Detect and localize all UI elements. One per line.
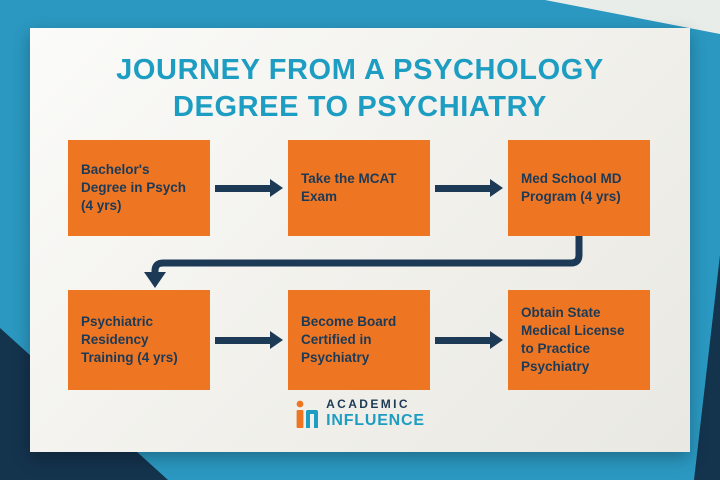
step-label: Psychiatric Residency Training (4 yrs) bbox=[81, 313, 178, 366]
infographic-card: JOURNEY FROM A PSYCHOLOGY DEGREE TO PSYC… bbox=[30, 28, 690, 452]
step-6-medical-license: Obtain State Medical License to Practice… bbox=[508, 290, 650, 390]
step-1-bachelors-degree: Bachelor's Degree in Psych (4 yrs) bbox=[68, 140, 210, 236]
flow-row-2: Psychiatric Residency Training (4 yrs) B… bbox=[68, 290, 650, 390]
step-3-med-school: Med School MD Program (4 yrs) bbox=[508, 140, 650, 236]
academic-influence-logo: ACADEMIC INFLUENCE bbox=[30, 396, 690, 430]
step-2-mcat-exam: Take the MCAT Exam bbox=[288, 140, 430, 236]
step-label: Med School MD Program (4 yrs) bbox=[521, 170, 622, 204]
step-label: Take the MCAT Exam bbox=[301, 170, 397, 204]
flow-arrow-icon bbox=[210, 290, 288, 390]
step-5-board-certified: Become Board Certified in Psychiatry bbox=[288, 290, 430, 390]
step-label: Bachelor's Degree in Psych (4 yrs) bbox=[81, 161, 187, 214]
step-label: Become Board Certified in Psychiatry bbox=[301, 313, 397, 366]
academic-influence-logo-icon bbox=[296, 400, 319, 428]
flow-row-1: Bachelor's Degree in Psych (4 yrs) Take … bbox=[68, 140, 650, 236]
flow-arrow-icon bbox=[210, 140, 288, 236]
corner-wedge-bottom-right bbox=[694, 255, 720, 480]
step-label: Obtain State Medical License to Practice… bbox=[521, 304, 625, 375]
logo-text-academic: ACADEMIC bbox=[326, 396, 410, 411]
title-line-2: DEGREE TO PSYCHIATRY bbox=[172, 91, 548, 124]
logo-text-influence: INFLUENCE bbox=[326, 411, 425, 429]
flow-arrow-icon bbox=[430, 290, 508, 390]
page-title: JOURNEY FROM A PSYCHOLOGY DEGREE TO PSYC… bbox=[30, 52, 690, 126]
flow-arrow-icon bbox=[430, 140, 508, 236]
title-line-1: JOURNEY FROM A PSYCHOLOGY bbox=[116, 54, 604, 86]
step-4-residency-training: Psychiatric Residency Training (4 yrs) bbox=[68, 290, 210, 390]
logo-text: ACADEMIC INFLUENCE bbox=[326, 396, 425, 430]
